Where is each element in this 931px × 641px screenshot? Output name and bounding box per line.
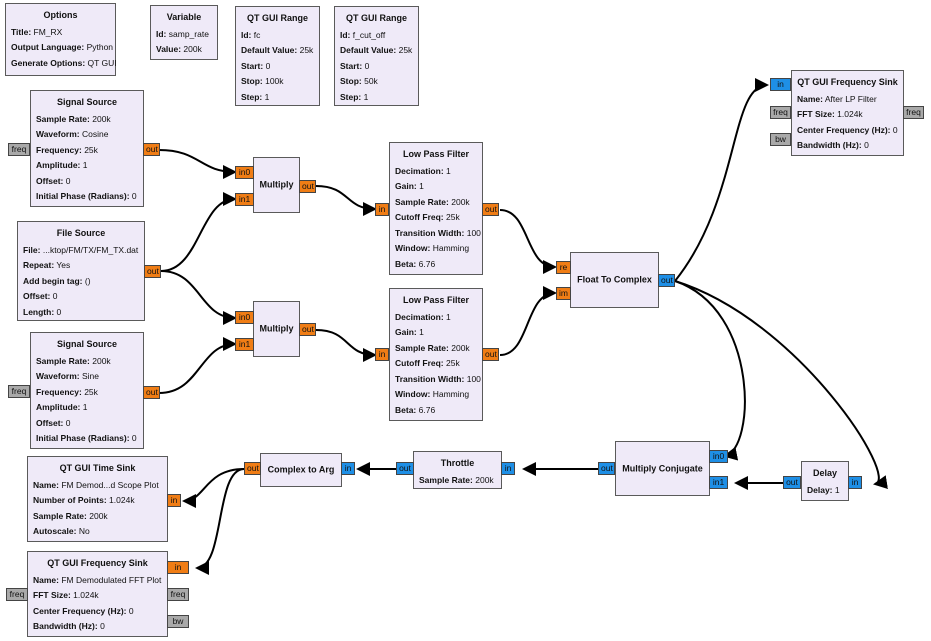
- wire-lpf2-im: [499, 286, 557, 356]
- throttle-in-port[interactable]: in: [501, 462, 515, 475]
- qt-gui-time-sink-block[interactable]: QT GUI Time Sink Name: FM Demod...d Scop…: [27, 456, 168, 542]
- mult2-out-port[interactable]: out: [299, 323, 316, 336]
- fsink2-bw-port[interactable]: bw: [167, 615, 189, 628]
- signal-source-sine-block[interactable]: Signal Source Sample Rate: 200k Waveform…: [30, 332, 144, 449]
- f2c-title: Float To Complex: [577, 274, 652, 285]
- throttle-title: Throttle: [440, 458, 475, 468]
- float-to-complex-block[interactable]: Float To Complex: [570, 252, 659, 308]
- qt-gui-frequency-sink-2-block[interactable]: QT GUI Frequency Sink Name: FM Demodulat…: [27, 551, 168, 637]
- tsink-in-port[interactable]: in: [167, 494, 181, 507]
- wire-mult1-lpf1: [315, 185, 377, 216]
- qt-gui-range-fcutoff-block[interactable]: QT GUI Range Id: f_cut_off Default Value…: [334, 6, 419, 106]
- sig2-freq-port[interactable]: freq: [8, 385, 30, 398]
- delay-block[interactable]: Delay Delay: 1: [801, 461, 849, 501]
- lpf1-in-port[interactable]: in: [375, 203, 389, 216]
- mult2-in1-port[interactable]: in1: [235, 338, 254, 351]
- multiply-2-block[interactable]: Multiply: [253, 301, 300, 357]
- wire-f2c-delay: [674, 280, 888, 489]
- wire-f2c-mconj: [674, 280, 746, 461]
- variable-title: Variable: [166, 12, 202, 22]
- multiply-1-block[interactable]: Multiply: [253, 157, 300, 213]
- wire-file-mult1: [160, 192, 237, 272]
- fsink1-title: QT GUI Frequency Sink: [797, 77, 898, 87]
- range-fc-title: QT GUI Range: [246, 13, 308, 23]
- lpf2-title: Low Pass Filter: [402, 295, 470, 305]
- throttle-block[interactable]: Throttle Sample Rate: 200k: [413, 451, 502, 489]
- fsink2-title: QT GUI Frequency Sink: [47, 558, 148, 568]
- mconj-in0-port[interactable]: in0: [709, 450, 728, 463]
- wire-f2c-fsink1: [674, 78, 769, 282]
- fsink2-freq-out-port[interactable]: freq: [6, 588, 28, 601]
- delay-title: Delay: [812, 468, 838, 478]
- c2arg-title: Complex to Arg: [267, 464, 335, 475]
- options-block[interactable]: Options Title: FM_RX Output Language: Py…: [5, 3, 117, 76]
- lpf1-out-port[interactable]: out: [482, 203, 499, 216]
- wire-lpf1-re: [499, 209, 557, 274]
- fsink1-freq-out-port[interactable]: freq: [903, 106, 924, 119]
- file-source-block[interactable]: File Source File: ...ktop/FM/TX/FM_TX.da…: [17, 221, 145, 321]
- mconj-title: Multiply Conjugate: [622, 462, 703, 473]
- lpf1-title: Low Pass Filter: [402, 149, 470, 159]
- mult1-title: Multiply: [259, 179, 294, 190]
- mult2-title: Multiply: [259, 323, 294, 334]
- mult2-in0-port[interactable]: in0: [235, 311, 254, 324]
- qt-gui-frequency-sink-1-block[interactable]: QT GUI Frequency Sink Name: After LP Fil…: [791, 70, 904, 156]
- mconj-in1-port[interactable]: in1: [709, 476, 728, 489]
- sig2-out-port[interactable]: out: [143, 386, 160, 399]
- signal-source-cosine-block[interactable]: Signal Source Sample Rate: 200k Waveform…: [30, 90, 144, 207]
- throttle-out-port[interactable]: out: [396, 462, 414, 475]
- wire-file-mult2: [160, 270, 237, 325]
- sig1-out-port[interactable]: out: [143, 143, 160, 156]
- lpf2-out-port[interactable]: out: [482, 348, 499, 361]
- qt-gui-range-fc-block[interactable]: QT GUI Range Id: fc Default Value: 25k S…: [235, 6, 320, 106]
- c2arg-out-port[interactable]: out: [244, 462, 261, 475]
- low-pass-filter-1-block[interactable]: Low Pass Filter Decimation: 1 Gain: 1 Sa…: [389, 142, 483, 275]
- low-pass-filter-2-block[interactable]: Low Pass Filter Decimation: 1 Gain: 1 Sa…: [389, 288, 483, 421]
- tsink-title: QT GUI Time Sink: [59, 463, 136, 473]
- f2c-im-port[interactable]: im: [556, 287, 571, 300]
- wire-c2arg-tsink: [182, 468, 245, 508]
- wire-sig2-mult2: [158, 337, 237, 394]
- sig2-title: Signal Source: [56, 339, 118, 349]
- file-title: File Source: [56, 228, 106, 238]
- f2c-out-port[interactable]: out: [658, 274, 675, 287]
- wire-c2arg-fsink2: [195, 468, 245, 575]
- mult1-in1-port[interactable]: in1: [235, 193, 254, 206]
- fsink1-in-port[interactable]: in: [770, 78, 791, 91]
- delay-out-port[interactable]: out: [783, 476, 801, 489]
- sig1-title: Signal Source: [56, 97, 118, 107]
- mult1-in0-port[interactable]: in0: [235, 166, 254, 179]
- sig1-freq-port[interactable]: freq: [8, 143, 30, 156]
- range-fcut-title: QT GUI Range: [345, 13, 407, 23]
- complex-to-arg-block[interactable]: Complex to Arg: [260, 453, 342, 487]
- multiply-conjugate-block[interactable]: Multiply Conjugate: [615, 441, 710, 496]
- wire-mult2-lpf2: [315, 329, 377, 362]
- mult1-out-port[interactable]: out: [299, 180, 316, 193]
- fsink2-freq-in-port[interactable]: freq: [167, 588, 189, 601]
- fsink1-bw-port[interactable]: bw: [770, 133, 791, 146]
- c2arg-in-port[interactable]: in: [341, 462, 355, 475]
- wire-sig1-mult1: [158, 149, 237, 179]
- f2c-re-port[interactable]: re: [556, 261, 571, 274]
- fsink1-freq-in-port[interactable]: freq: [770, 106, 791, 119]
- options-title: Options: [43, 10, 78, 20]
- lpf2-in-port[interactable]: in: [375, 348, 389, 361]
- delay-in-port[interactable]: in: [848, 476, 862, 489]
- fsink2-in-port[interactable]: in: [167, 561, 189, 574]
- mconj-out-port[interactable]: out: [598, 462, 615, 475]
- variable-block[interactable]: Variable Id: samp_rate Value: 200k: [150, 5, 218, 60]
- file-out-port[interactable]: out: [144, 265, 161, 278]
